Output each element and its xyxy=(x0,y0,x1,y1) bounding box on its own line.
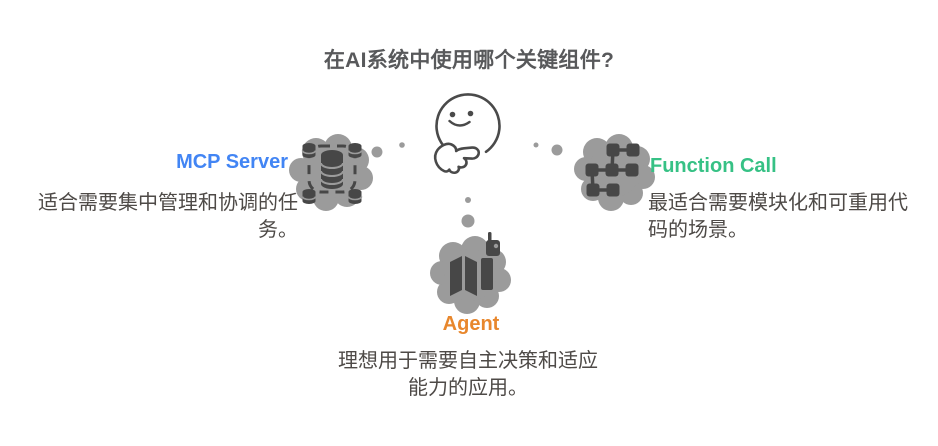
thinking-hand xyxy=(433,142,481,175)
mcp-server-label: MCP Server xyxy=(176,151,288,173)
agent-description: 理想用于需要自主决策和适应能力的应用。 xyxy=(338,350,598,399)
thinking-face-icon xyxy=(433,93,501,175)
function-call-description: 最适合需要模块化和可重用代码的场景。 xyxy=(648,192,908,241)
agent-label: Agent xyxy=(442,313,500,335)
function-call-label: Function Call xyxy=(650,155,777,177)
mcp-thought-cloud xyxy=(289,134,373,211)
thought-dots xyxy=(371,142,563,228)
map-navigation-icon xyxy=(450,232,500,296)
agent-thought-cloud xyxy=(430,236,511,314)
question-title: 在AI系统中使用哪个关键组件? xyxy=(323,49,615,72)
mcp-server-description: 适合需要集中管理和协调的任务。 xyxy=(38,192,298,241)
database-cluster-icon xyxy=(301,143,363,204)
function-call-thought-cloud xyxy=(574,134,655,211)
workflow-blocks-icon xyxy=(585,143,640,197)
